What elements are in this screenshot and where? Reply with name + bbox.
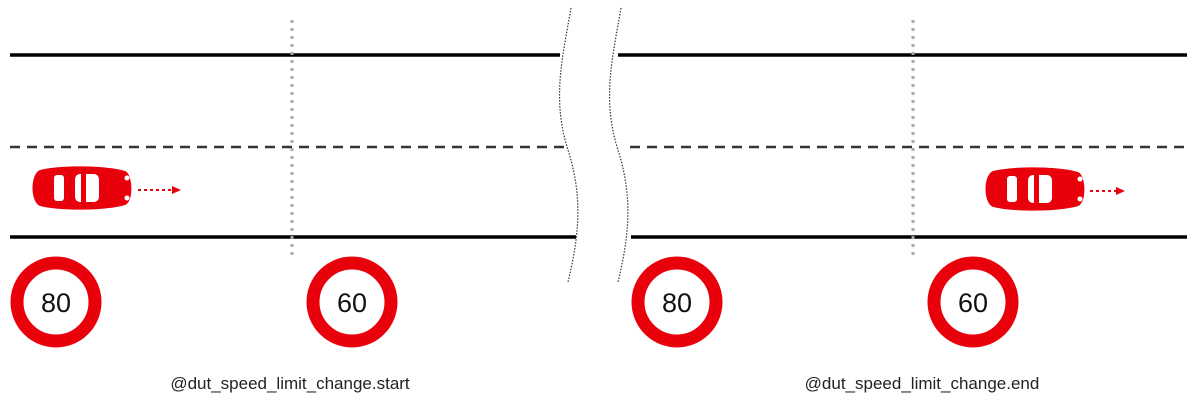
- svg-text:80: 80: [662, 288, 692, 318]
- vehicle-windshield: [1028, 175, 1052, 203]
- speed-limit-sign-80-start: 80: [10, 256, 102, 348]
- vehicle-rear-window: [1007, 176, 1017, 202]
- speed-limit-sign-80-end: 80: [631, 256, 723, 348]
- vehicle-windshield: [75, 174, 99, 202]
- vehicle-end: [985, 167, 1085, 211]
- speed-limit-sign-60-start: 60: [306, 256, 398, 348]
- caption-start: @dut_speed_limit_change.start: [170, 374, 410, 393]
- caption-end: @dut_speed_limit_change.end: [805, 374, 1040, 393]
- vehicle-start: [32, 166, 132, 210]
- svg-text:80: 80: [41, 288, 71, 318]
- road-break-right-curve: [608, 7, 629, 283]
- svg-text:60: 60: [958, 288, 988, 318]
- svg-text:60: 60: [337, 288, 367, 318]
- road-break-left-curve: [558, 7, 579, 283]
- vehicle-rear-window: [54, 175, 64, 201]
- speed-limit-sign-60-end: 60: [927, 256, 1019, 348]
